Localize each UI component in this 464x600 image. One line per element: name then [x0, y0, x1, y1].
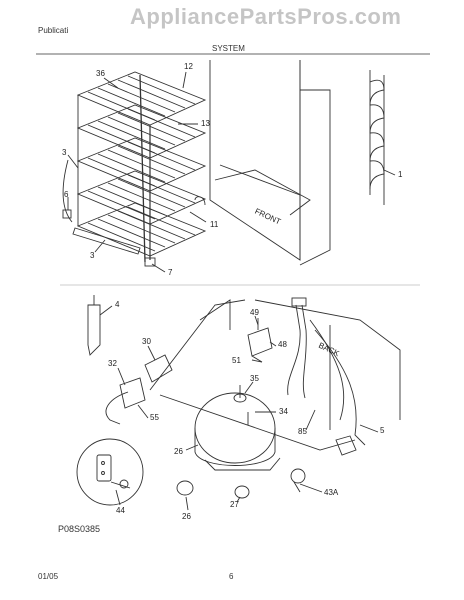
- publication-label: Publicati: [38, 26, 69, 35]
- callout-4: 4: [115, 300, 120, 309]
- callout-27: 27: [230, 500, 239, 509]
- relay-assembly: [105, 354, 173, 425]
- footer-page: 6: [229, 572, 234, 581]
- leader-1: [383, 169, 396, 176]
- callout-12: 12: [184, 62, 193, 71]
- leader-3a: [67, 154, 79, 169]
- leader-44: [115, 489, 121, 506]
- leader-48: [269, 341, 277, 347]
- callout-3b: 3: [90, 251, 95, 260]
- callout-36: 36: [96, 69, 105, 78]
- cabinet-liner: [194, 60, 331, 266]
- callout-13: 13: [201, 119, 210, 128]
- compressor: [194, 385, 281, 471]
- leader-4: [99, 305, 113, 316]
- wire-shelf-rack: [62, 71, 207, 267]
- callout-26a: 26: [174, 447, 183, 456]
- callout-1: 1: [398, 170, 403, 179]
- leader-3b: [94, 239, 106, 253]
- leader-51: [251, 359, 263, 363]
- callout-48: 48: [278, 340, 287, 349]
- callout-6: 6: [64, 190, 69, 199]
- water-valve: [247, 318, 273, 363]
- leader-43a: [299, 483, 323, 493]
- callout-85: 85: [298, 427, 307, 436]
- watermark: AppliancePartsPros.com: [130, 4, 402, 29]
- outlet-detail: [76, 438, 144, 506]
- leader-55: [137, 404, 149, 419]
- callout-49: 49: [250, 308, 259, 317]
- callout-43a: 43A: [324, 488, 339, 497]
- leader-85: [305, 409, 316, 431]
- grommet-27: [234, 485, 250, 499]
- clamp-43a: [290, 468, 306, 493]
- callout-34: 34: [279, 407, 288, 416]
- leader-36: [103, 77, 119, 89]
- leader-12: [182, 71, 187, 89]
- leader-7: [151, 263, 166, 273]
- callout-55: 55: [150, 413, 159, 422]
- callout-11: 11: [210, 220, 219, 229]
- leader-11: [189, 211, 207, 223]
- section-title: SYSTEM: [212, 44, 245, 53]
- leader-35: [244, 381, 254, 394]
- leader-5: [359, 424, 379, 433]
- callout-26b: 26: [182, 512, 191, 521]
- callout-7: 7: [168, 268, 173, 277]
- leader-49: [254, 315, 259, 326]
- power-plug: [335, 435, 357, 456]
- leader-30: [147, 345, 156, 361]
- cabinet-base: [149, 299, 401, 451]
- evaporator-coil: [369, 70, 385, 205]
- callout-30: 30: [142, 337, 151, 346]
- callout-5: 5: [380, 426, 385, 435]
- callout-3a: 3: [62, 148, 67, 157]
- diagram-code: P08S0385: [58, 524, 101, 534]
- wire-harness: [287, 297, 366, 446]
- callout-35: 35: [250, 374, 259, 383]
- footer-date: 01/05: [38, 572, 59, 581]
- callout-51: 51: [232, 356, 241, 365]
- leader-26a: [185, 444, 199, 451]
- grommet-26: [176, 480, 194, 496]
- drier-tube: [87, 295, 101, 356]
- leader-32: [117, 367, 126, 386]
- callout-32: 32: [108, 359, 117, 368]
- callout-44: 44: [116, 506, 125, 515]
